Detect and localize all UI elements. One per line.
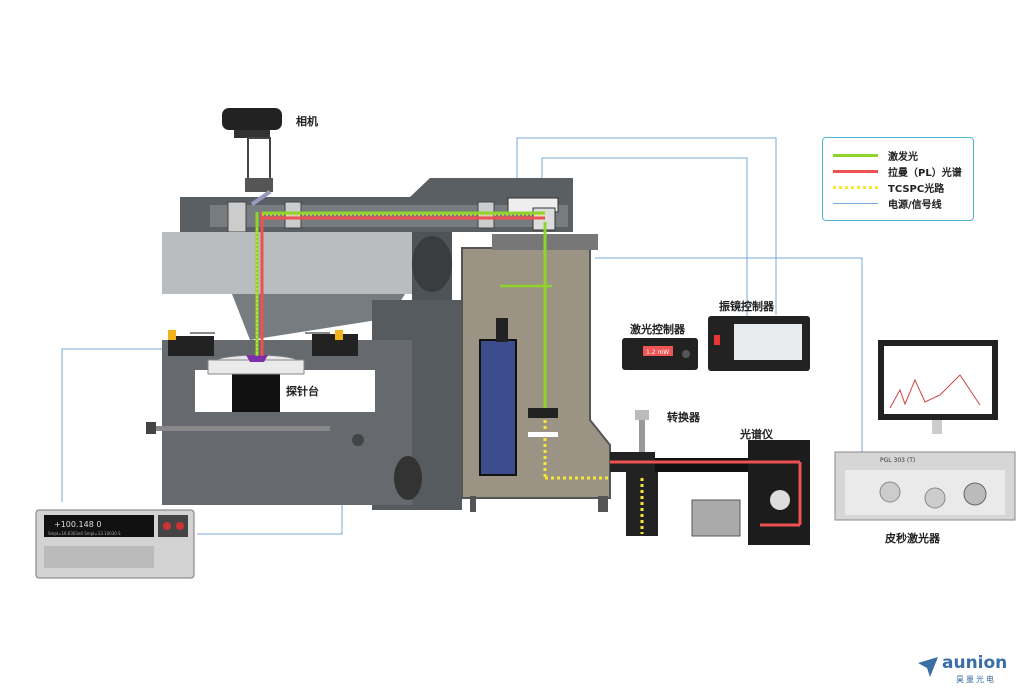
legend-item-excitation: 激发光 (833, 148, 918, 163)
beam-horizontal (262, 211, 545, 220)
legend-label: 拉曼（PL）光谱 (888, 167, 962, 179)
label-ps-laser: 皮秒激光器 (885, 532, 940, 545)
legend-item-signal: 电源/信号线 (833, 196, 942, 211)
label-switcher: 转换器 (667, 411, 700, 424)
label-galvo-controller: 振镜控制器 (719, 300, 774, 313)
legend-label: TCSPC光路 (888, 183, 945, 195)
label-spectrometer: 光谱仪 (740, 428, 773, 441)
switcher (626, 410, 658, 536)
laser-panel-text: PGL 303 (T) (880, 457, 915, 464)
brand-logo: aunion 昊量光电 (916, 653, 1016, 687)
legend-item-tcspc: TCSPC光路 (833, 180, 945, 195)
galvo-controller (708, 316, 810, 371)
beam-vertical (250, 190, 272, 356)
meter-main-value: +100.148 0 (54, 520, 101, 529)
legend-label: 电源/信号线 (888, 199, 942, 211)
brand-name: aunion (942, 653, 1008, 673)
legend-label: 激发光 (888, 151, 918, 163)
label-laser-controller: 激光控制器 (630, 323, 685, 336)
meter-sub-value: Smpl=16.6303e0 Smpl=13.10030 S (48, 531, 121, 536)
label-camera: 相机 (296, 115, 318, 128)
spectrometer (610, 440, 810, 545)
source-meter: +100.148 0 Smpl=16.6303e0 Smpl=13.10030 … (35, 509, 195, 579)
laser-controller: 1.2 mW (622, 338, 698, 370)
microscope-body (146, 232, 462, 510)
legend-item-raman: 拉曼（PL）光谱 (833, 164, 962, 179)
probe-arms (168, 330, 343, 362)
ps-laser: PGL 303 (T) (834, 340, 1016, 521)
laser-controller-display: 1.2 mW (646, 349, 669, 356)
legend: 激发光 拉曼（PL）光谱 TCSPC光路 电源/信号线 (822, 137, 974, 221)
brand-arrow-icon (918, 657, 938, 677)
scan-head (461, 222, 611, 512)
camera (222, 108, 282, 192)
upper-rail (180, 178, 573, 233)
brand-sub: 昊量光电 (956, 675, 996, 684)
label-probe-stage: 探针台 (286, 385, 319, 398)
